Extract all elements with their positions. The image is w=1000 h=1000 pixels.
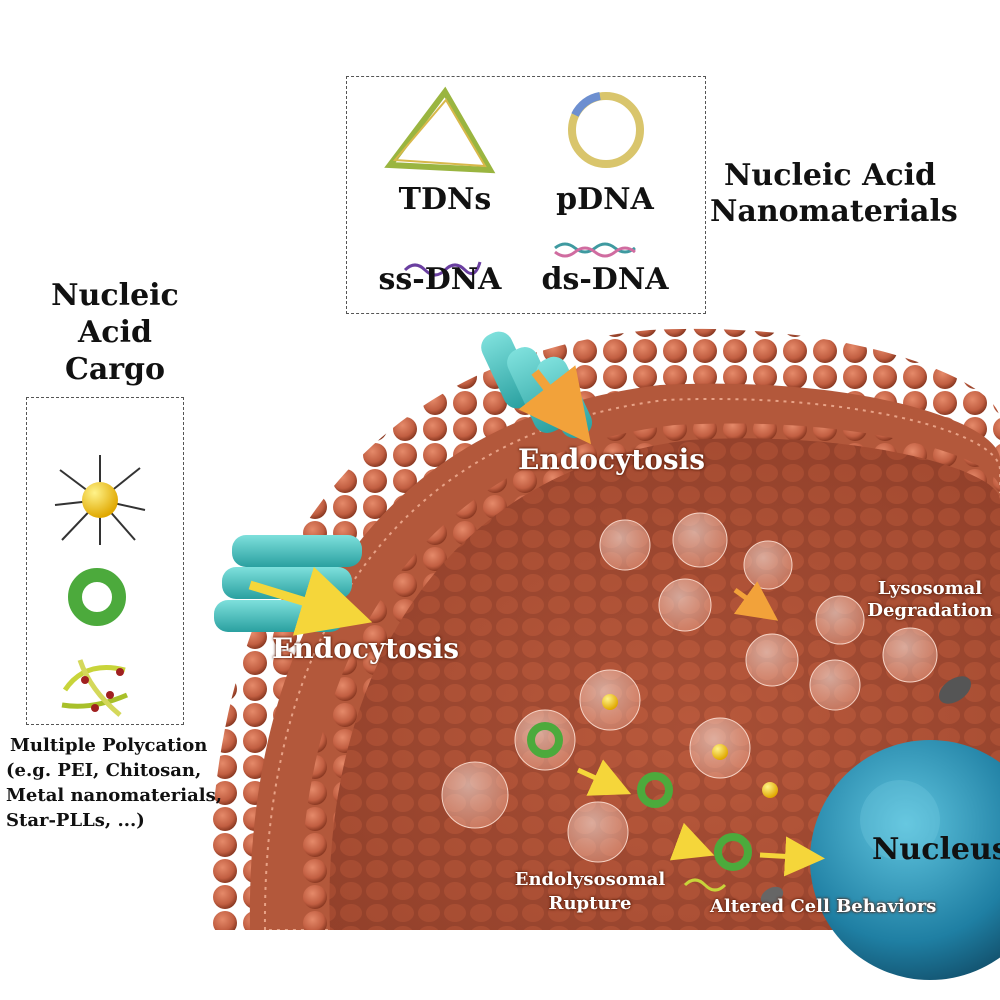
cargo-caption-line: Star-PLLs, ...)	[6, 810, 145, 831]
nanomaterials-title-line: Nucleic Acid	[723, 158, 936, 193]
ss-dna-icon	[403, 261, 482, 277]
gold-nanoparticle-icon	[54, 455, 146, 545]
polycation-icon	[61, 659, 128, 717]
mitochondrion	[938, 676, 972, 704]
pdna-label: pDNA	[556, 182, 654, 217]
ss-dna-label: ss-DNA	[378, 262, 502, 297]
nucleus-label: Nucleus	[872, 832, 1000, 867]
tdn-icon	[384, 86, 496, 174]
nanomaterials-title-line: Nanomaterials	[710, 194, 958, 229]
cargo-box	[26, 397, 184, 725]
membrane-channel-top	[481, 331, 593, 445]
endocytosis-top-label: Endocytosis	[518, 443, 706, 476]
cargo-caption-line: Metal nanomaterials,	[6, 785, 222, 806]
nucleus	[810, 740, 1000, 980]
lysosomal-degradation-label: Lysosomal Degradation	[860, 578, 1000, 622]
cargo-caption: Multiple Polycation (e.g. PEI, Chitosan,…	[6, 733, 222, 833]
lysosomal-label-line: Degradation	[867, 600, 993, 621]
ds-dna-label: ds-DNA	[541, 262, 669, 297]
tdns-label: TDNs	[398, 182, 492, 217]
cargo-title-line: Acid	[78, 315, 152, 350]
pdna-icon	[568, 92, 644, 168]
nanomaterials-box	[346, 76, 706, 314]
endocytosis-left-label: Endocytosis	[272, 632, 460, 665]
membrane-channel-left	[214, 535, 373, 636]
altered-cell-behaviors-label: Altered Cell Behaviors	[710, 896, 937, 917]
vesicles-rupture	[441, 669, 825, 892]
nanomaterials-title: Nucleic Acid Nanomaterials	[710, 158, 958, 230]
cargo-caption-line: Multiple Polycation	[10, 735, 208, 756]
vesicles-lysosomal	[599, 512, 938, 711]
cargo-caption-line: (e.g. PEI, Chitosan,	[6, 760, 202, 781]
mitochondrion	[760, 886, 784, 906]
lysosomal-label-line: Lysosomal	[877, 578, 983, 599]
cargo-title-line: Cargo	[64, 352, 166, 387]
cargo-title-line: Nucleic	[51, 278, 179, 313]
ds-dna-icon	[554, 242, 636, 258]
endolysosomal-label-line: Rupture	[548, 893, 632, 914]
endolysosomal-label-line: Endolysosomal	[514, 869, 666, 890]
endolysosomal-rupture-label: Endolysosomal Rupture	[505, 868, 675, 916]
cargo-title: Nucleic Acid Cargo	[40, 277, 190, 388]
green-ring-icon	[68, 568, 126, 626]
